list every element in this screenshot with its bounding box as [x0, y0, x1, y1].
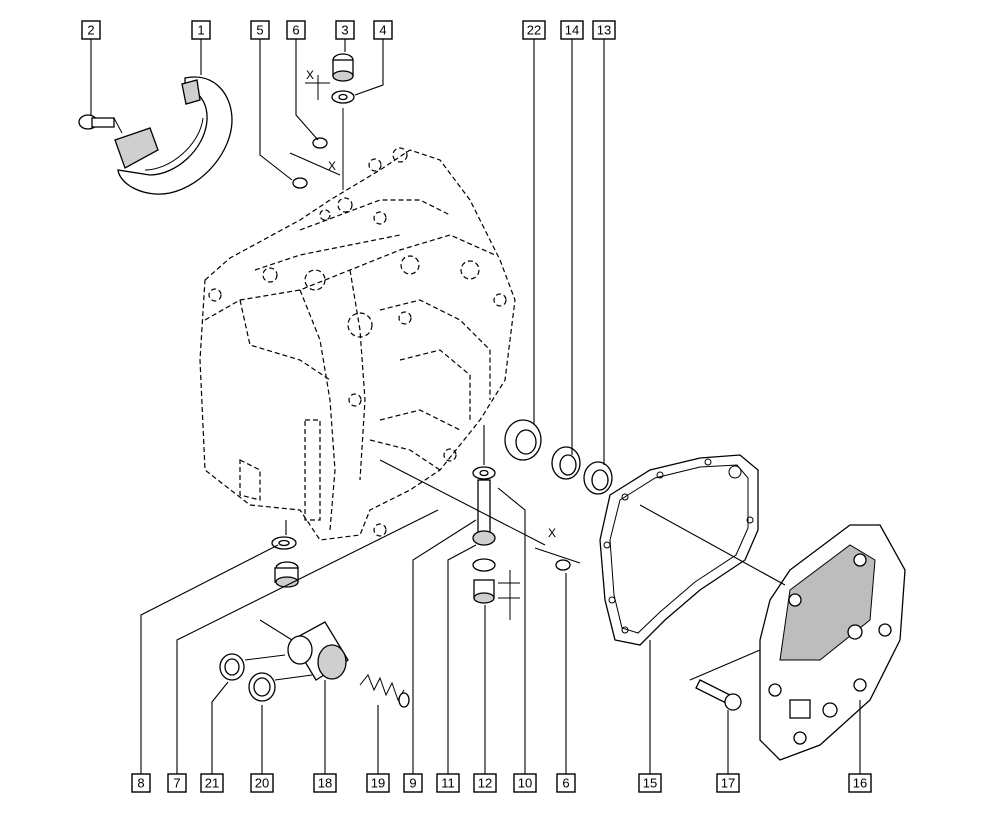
svg-text:8: 8: [137, 776, 144, 791]
svg-text:22: 22: [527, 23, 541, 38]
callout-20: 20: [250, 773, 274, 793]
svg-text:19: 19: [371, 776, 385, 791]
dimension-mark-top: X: [305, 68, 330, 100]
svg-text:21: 21: [205, 776, 219, 791]
callout-5: 5: [250, 20, 270, 40]
callout-6-top: 6: [286, 20, 306, 40]
part-6-dowel-top: X: [289, 137, 341, 176]
part-11-washer: [472, 558, 496, 572]
part-22-seal: [504, 419, 542, 461]
callout-19: 19: [366, 773, 390, 793]
part-6-dowel-bottom: X: [534, 526, 581, 571]
callout-3: 3: [335, 20, 355, 40]
svg-text:6: 6: [562, 776, 569, 791]
part-12-plug: [473, 570, 520, 620]
svg-text:3: 3: [341, 23, 348, 38]
part-9-shaft: [472, 479, 496, 546]
callout-1: 1: [191, 20, 211, 40]
part-1-bracket: [114, 76, 233, 195]
callout-22: 22: [522, 20, 546, 40]
svg-text:9: 9: [409, 776, 416, 791]
svg-text:14: 14: [565, 23, 579, 38]
svg-text:15: 15: [643, 776, 657, 791]
svg-text:5: 5: [256, 23, 263, 38]
dimension-label-x-bottom: X: [548, 526, 556, 540]
callout-12: 12: [473, 773, 497, 793]
svg-text:2: 2: [87, 23, 94, 38]
part-18-sleeve: [287, 621, 349, 681]
part-15-gasket: [599, 454, 759, 646]
callout-10: 10: [513, 773, 537, 793]
svg-text:20: 20: [255, 776, 269, 791]
callout-17: 17: [716, 773, 740, 793]
part-16-end-cover: [759, 524, 906, 761]
part-4-washer: [331, 90, 355, 190]
part-5-dowel: [292, 177, 308, 189]
leader-lines: [90, 39, 861, 780]
svg-text:6: 6: [292, 23, 299, 38]
svg-text:13: 13: [597, 23, 611, 38]
callout-7: 7: [167, 773, 187, 793]
part-19-spring: [359, 674, 410, 708]
callout-14: 14: [560, 20, 584, 40]
svg-text:1: 1: [197, 23, 204, 38]
svg-text:17: 17: [721, 776, 735, 791]
callout-2: 2: [81, 20, 101, 40]
svg-text:10: 10: [518, 776, 532, 791]
dimension-label-x-mid: X: [328, 159, 336, 173]
gearbox-housing: [199, 147, 516, 541]
dimension-label-x-top: X: [306, 68, 314, 82]
callout-13: 13: [592, 20, 616, 40]
callout-11: 11: [436, 773, 460, 793]
svg-text:4: 4: [379, 23, 386, 38]
part-17-bolt: [695, 679, 742, 711]
part-21-circlip: [219, 653, 245, 681]
callout-8: 8: [131, 773, 151, 793]
callout-16: 16: [848, 773, 872, 793]
part-10-washer: [472, 466, 496, 480]
svg-text:7: 7: [173, 776, 180, 791]
svg-text:18: 18: [318, 776, 332, 791]
part-7-plug: [274, 561, 299, 588]
callout-4: 4: [373, 20, 393, 40]
part-13-ring: [583, 461, 613, 495]
callout-21: 21: [200, 773, 224, 793]
callout-18: 18: [313, 773, 337, 793]
part-2-bolt: [78, 114, 123, 134]
callout-9: 9: [403, 773, 423, 793]
part-14-ring: [551, 446, 581, 480]
svg-text:11: 11: [441, 776, 455, 791]
part-3-plug: [332, 53, 354, 82]
part-8-washer: [271, 536, 297, 550]
svg-text:16: 16: [853, 776, 867, 791]
part-20-circlip: [248, 672, 276, 702]
callout-15: 15: [638, 773, 662, 793]
svg-text:12: 12: [478, 776, 492, 791]
callout-6-bottom: 6: [556, 773, 576, 793]
